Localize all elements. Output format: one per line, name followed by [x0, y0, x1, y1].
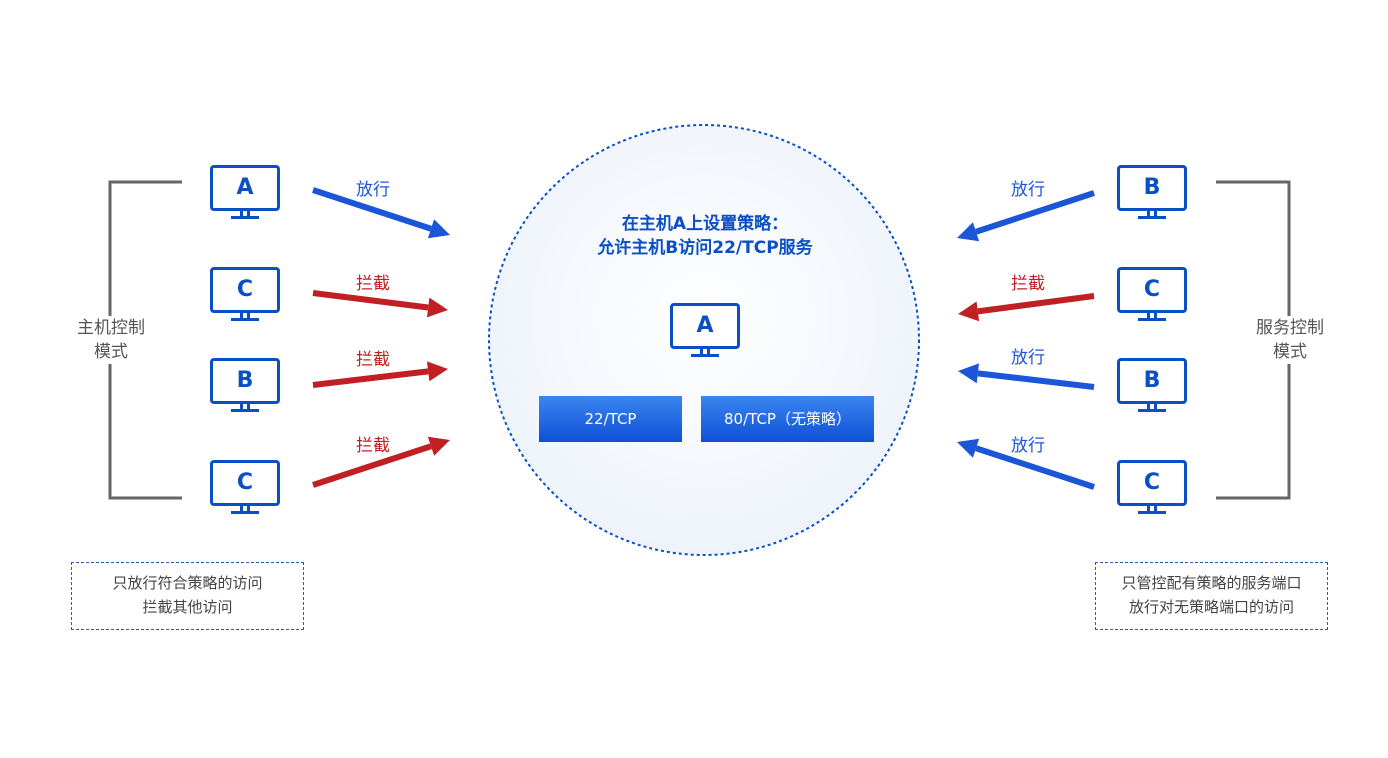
right-arrow-2-shaft — [977, 293, 1095, 315]
right-action-2: 拦截 — [1011, 274, 1045, 294]
left-host-2: C — [210, 267, 280, 325]
left-arrow-3-head — [426, 361, 448, 382]
host-control-mode-line1: 主机控制 — [77, 318, 145, 338]
left-action-4: 拦截 — [356, 436, 390, 456]
left-arrow-2-head — [426, 297, 448, 318]
host-control-note-line1: 只放行符合策略的访问 — [112, 574, 263, 592]
right-arrow-4-shaft — [975, 445, 1095, 490]
left-host-4: C — [210, 460, 280, 518]
left-action-1: 放行 — [356, 180, 390, 200]
left-host-4-label: C — [236, 470, 254, 495]
service-control-note-line1: 只管控配有策略的服务端口 — [1121, 574, 1302, 592]
center-host: A — [670, 303, 740, 361]
service-control-mode-line1: 服务控制 — [1256, 318, 1324, 338]
right-host-1-label: B — [1143, 175, 1161, 200]
left-action-2: 拦截 — [356, 274, 390, 294]
left-arrow-2-shaft — [312, 290, 429, 311]
left-arrow-4-head — [427, 436, 450, 456]
right-arrow-2-head — [958, 301, 980, 322]
right-host-1: B — [1117, 165, 1187, 223]
right-host-2-label: C — [1143, 277, 1161, 302]
host-control-mode-label: 主机控制 模式 — [66, 316, 156, 364]
left-host-3-label: B — [236, 368, 254, 393]
left-action-3: 拦截 — [356, 350, 390, 370]
left-arrow-3-shaft — [312, 368, 429, 388]
left-host-3: B — [210, 358, 280, 416]
right-arrow-1-head — [957, 222, 980, 242]
left-host-1-label: A — [236, 175, 254, 200]
right-arrow-1-shaft — [975, 190, 1095, 235]
center-host-label: A — [696, 313, 714, 338]
left-host-1: A — [210, 165, 280, 223]
host-control-note: 只放行符合策略的访问 拦截其他访问 — [71, 562, 304, 630]
left-host-2-label: C — [236, 277, 254, 302]
policy-title-line1: 在主机A上设置策略： — [621, 214, 789, 234]
right-arrow-3-shaft — [977, 370, 1095, 390]
host-control-mode-line2: 模式 — [94, 342, 128, 362]
policy-title: 在主机A上设置策略： 允许主机B访问22/TCP服务 — [520, 212, 890, 260]
service-control-note-line2: 放行对无策略端口的访问 — [1128, 598, 1294, 616]
right-host-3: B — [1117, 358, 1187, 416]
right-host-3-label: B — [1143, 368, 1161, 393]
right-action-3: 放行 — [1011, 348, 1045, 368]
right-host-4-label: C — [1143, 470, 1161, 495]
left-arrow-4-shaft — [312, 443, 432, 488]
right-action-1: 放行 — [1011, 180, 1045, 200]
host-control-note-line2: 拦截其他访问 — [142, 598, 233, 616]
port-22-tcp: 22/TCP — [539, 396, 682, 442]
right-host-2: C — [1117, 267, 1187, 325]
policy-title-line2: 允许主机B访问22/TCP服务 — [597, 238, 813, 258]
left-arrow-1-shaft — [312, 187, 432, 232]
service-control-note: 只管控配有策略的服务端口 放行对无策略端口的访问 — [1095, 562, 1328, 630]
right-arrow-3-head — [958, 363, 980, 384]
port-80-tcp: 80/TCP（无策略） — [701, 396, 874, 442]
right-arrow-4-head — [957, 438, 980, 458]
left-arrow-1-head — [427, 219, 450, 239]
service-control-mode-label: 服务控制 模式 — [1245, 316, 1335, 364]
right-host-4: C — [1117, 460, 1187, 518]
right-action-4: 放行 — [1011, 436, 1045, 456]
service-control-mode-line2: 模式 — [1273, 342, 1307, 362]
